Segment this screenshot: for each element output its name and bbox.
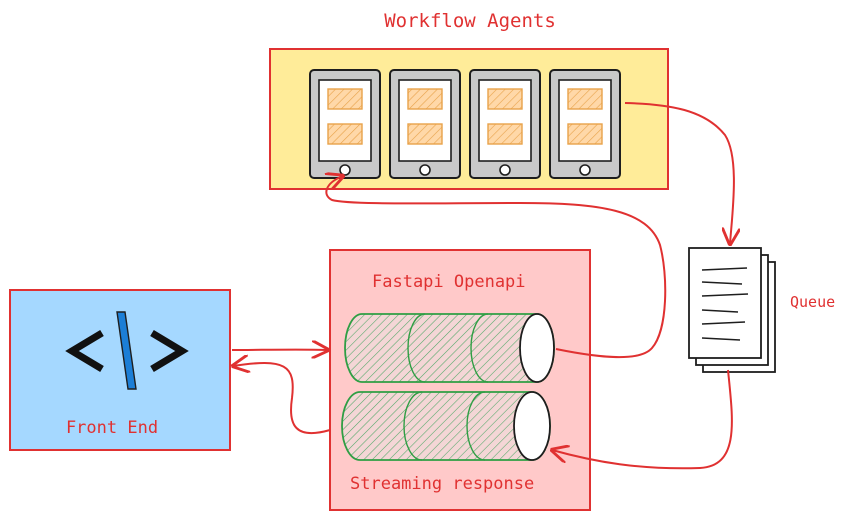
agent-phone-4 [549,69,621,179]
queue-documents-icon [688,247,776,373]
queue-label: Queue [790,293,835,311]
response-stream-cylinder [341,391,551,461]
code-icon [65,311,189,390]
request-stream-cylinder [344,313,555,383]
arrow-agents-to-queue [624,102,734,244]
fastapi-label: Fastapi Openapi [372,272,526,292]
arrow-queue-to-stream-response [552,369,733,470]
front-end-label: Front End [66,418,158,438]
agent-phone-1 [309,69,381,179]
agent-phone-3 [469,69,541,179]
agent-phone-2 [389,69,461,179]
streaming-response-label: Streaming response [350,474,534,494]
arrow-fastapi-to-agents [326,176,667,359]
workflow-agents-title: Workflow Agents [384,10,556,32]
arrow-fastapi-to-frontend [233,363,331,435]
